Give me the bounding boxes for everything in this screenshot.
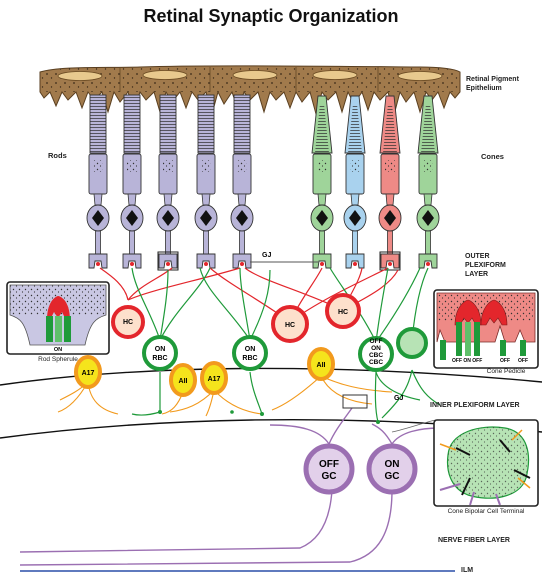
rod-photoreceptor-4	[194, 94, 218, 269]
hc3-label: HC	[338, 309, 348, 316]
unlabeled-bipolar-cell	[396, 327, 428, 359]
aii-2-label: AII	[317, 362, 326, 369]
bipolar-axons	[131, 369, 441, 423]
inner-plexiform-layer-label: INNER PLEXIFORM LAYER	[430, 402, 520, 409]
on-rbc2-line2: RBC	[242, 355, 257, 362]
rod-photoreceptor-5	[230, 94, 254, 269]
cone-pedicle-off-on-off: OFF ON OFF	[452, 358, 482, 364]
a17-1-label: A17	[82, 370, 95, 377]
off-gc-line1: OFF	[319, 459, 339, 470]
horizontal-cell-1: HC	[111, 305, 145, 339]
off-ganglion-cell: OFF GC	[303, 443, 355, 495]
aii-amacrine-cell-1: AII	[169, 363, 197, 397]
rods-label: Rods	[48, 151, 67, 160]
ilm-label: ILM	[461, 567, 474, 574]
hc1-label: HC	[123, 319, 133, 326]
cone-pedicle-off-b: OFF	[518, 358, 528, 364]
cone-pedicle-callout-box	[379, 251, 401, 271]
off-gc-line2: GC	[322, 471, 337, 482]
cone-bipolar-terminal-inset	[433, 419, 539, 507]
gap-junction-label-outer: GJ	[262, 252, 271, 259]
a17-amacrine-cell-2: A17	[200, 361, 228, 395]
horizontal-cell-3: HC	[325, 293, 361, 329]
retinal-pigment-epithelium	[39, 65, 461, 117]
cone-pedicle-caption: Cone Pedicle	[486, 368, 526, 375]
on-rbc1-line2: RBC	[152, 355, 167, 362]
horizontal-cell-2: HC	[271, 305, 309, 343]
nerve-fiber-layer-label: NERVE FIBER LAYER	[438, 537, 510, 544]
aii-1-label: AII	[179, 378, 188, 385]
on-rod-bipolar-cell-1: ON RBC	[142, 335, 178, 371]
on-gc-line2: GC	[385, 471, 400, 482]
on-rod-bipolar-cell-2: ON RBC	[232, 335, 268, 371]
a17-2-label: A17	[208, 376, 221, 383]
cone-photoreceptor-8	[378, 95, 402, 269]
cbc-line4: CBC	[369, 359, 383, 366]
cone-pedicle-inset	[433, 289, 539, 369]
rod-spherule-caption: Rod Spherule	[38, 356, 78, 363]
on-gc-line1: ON	[385, 459, 400, 470]
terminal-caption: Cone Bipolar Cell Terminal	[447, 508, 525, 515]
process-to-inset-line	[391, 419, 437, 433]
cbc-line1: OFF	[370, 338, 383, 345]
rod-spherule-on-label: ON	[54, 347, 62, 353]
cbc-line3: CBC	[369, 352, 383, 359]
cones-label: Cones	[481, 152, 504, 161]
rod-photoreceptor-2	[120, 94, 144, 269]
gap-junction-box	[342, 394, 368, 409]
a17-amacrine-cell-1: A17	[74, 355, 102, 389]
cone-bipolar-cell: OFF ON CBC CBC	[358, 336, 394, 372]
on-ganglion-cell: ON GC	[366, 443, 418, 495]
on-rbc1-line1: ON	[155, 346, 166, 353]
aii-amacrine-cell-2: AII	[307, 347, 335, 381]
outer-plexiform-layer-label: OUTER PLEXIFORM LAYER	[465, 253, 506, 278]
rod-photoreceptor-3	[156, 94, 180, 269]
gap-junction-label-inner: GJ	[394, 395, 403, 402]
cone-photoreceptor-6	[310, 95, 334, 269]
ganglion-cell-processes	[19, 407, 441, 566]
rod-spherule-inset: ON	[6, 281, 110, 355]
hc2-label: HC	[285, 322, 295, 329]
cone-photoreceptor-9	[416, 95, 440, 269]
rod-photoreceptor-1	[86, 94, 110, 269]
page-title: Retinal Synaptic Organization	[143, 6, 399, 26]
cone-pedicle-off-a: OFF	[500, 358, 510, 364]
rpe-label: Retinal Pigment Epithelium	[466, 76, 519, 92]
on-rbc2-line1: ON	[245, 346, 256, 353]
cbc-line2: ON	[371, 345, 381, 352]
cone-photoreceptor-7	[343, 95, 367, 269]
bipolar-synapse-markers	[158, 410, 380, 424]
